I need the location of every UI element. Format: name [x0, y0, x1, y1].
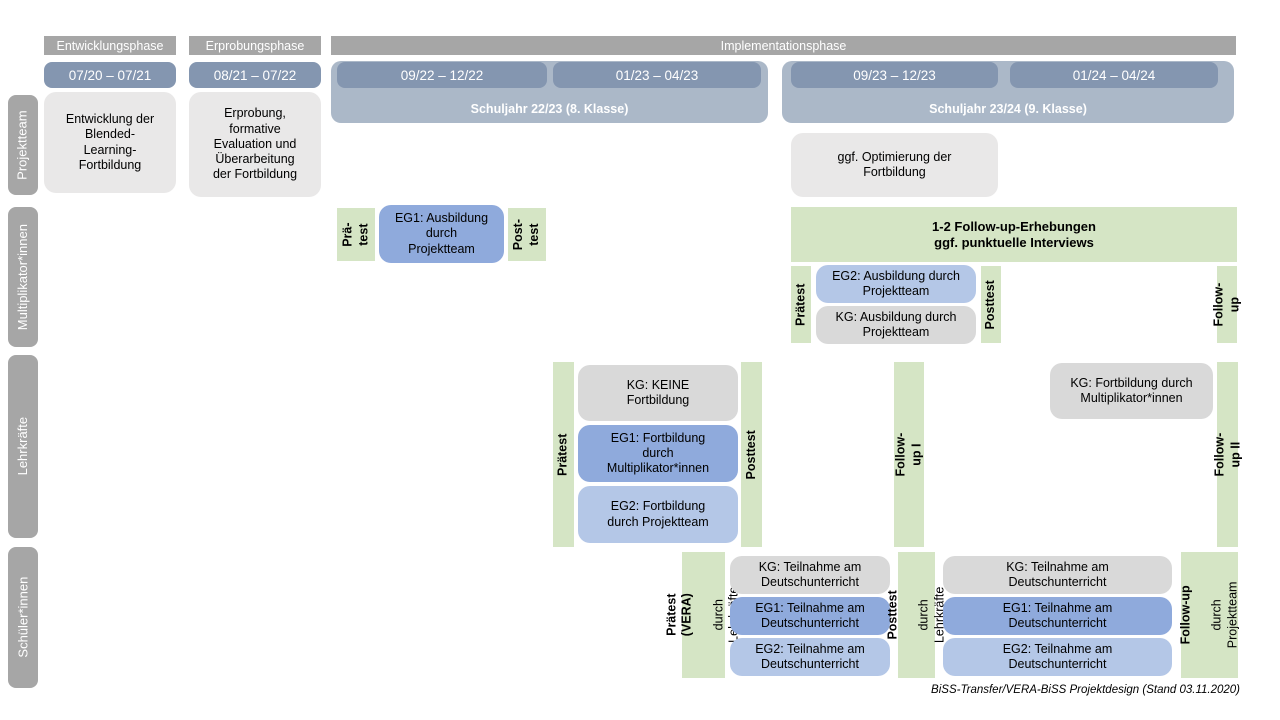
schueler-praetest-vera-title: Prätest (VERA) — [664, 593, 695, 637]
schueler-followup-title: Follow-up — [1178, 585, 1193, 645]
multiplikatoren-posttest2-label: Posttest — [983, 279, 998, 330]
box-kg-teilnahme-2: KG: Teilnahme am Deutschunterricht — [943, 556, 1172, 594]
box-kg-fortbildung-multiplikatoren: KG: Fortbildung durch Multiplikator*inne… — [1050, 363, 1213, 419]
multiplikatoren-posttest-label: Post- test — [511, 218, 541, 251]
lehrkraefte-followup1-bar: Follow-up I — [893, 362, 924, 547]
row-label-projektteam: Projektteam — [8, 95, 38, 195]
schueler-followup-subtitle: durch Projektteam — [1209, 581, 1240, 649]
box-optimierung-fortbildung: ggf. Optimierung der Fortbildung — [791, 133, 998, 197]
row-label-lehrkraefte-text: Lehrkräfte — [14, 417, 30, 476]
lehrkraefte-followup2-label: Follow-up II — [1211, 432, 1242, 477]
box-eg1-teilnahme-2: EG1: Teilnahme am Deutschunterricht — [943, 597, 1172, 635]
multiplikatoren-posttest2-bar: Posttest — [981, 266, 1001, 343]
lehrkraefte-posttest-bar: Posttest — [741, 362, 762, 547]
box-eg2-fortbildung-projektteam: EG2: Fortbildung durch Projektteam — [578, 486, 738, 543]
box-kg-ausbildung-projektteam: KG: Ausbildung durch Projektteam — [816, 306, 976, 344]
box-kg-keine-fortbildung: KG: KEINE Fortbildung — [578, 365, 738, 421]
schueler-posttest-title: Posttest — [885, 590, 900, 640]
multiplikatoren-praetest2-label: Prätest — [793, 283, 808, 326]
multiplikatoren-followup-label: Follow-up — [1211, 282, 1241, 327]
box-eg1-fortbildung-multiplikatoren: EG1: Fortbildung durch Multiplikator*inn… — [578, 425, 738, 482]
row-label-schueler: Schüler*innen — [8, 547, 38, 688]
phase-header-entwicklung: Entwicklungsphase — [44, 36, 176, 55]
box-entwicklung-fortbildung: Entwicklung der Blended- Learning- Fortb… — [44, 92, 176, 193]
row-label-lehrkraefte: Lehrkräfte — [8, 355, 38, 538]
row-label-schueler-text: Schüler*innen — [14, 577, 30, 658]
multiplikatoren-praetest2-bar: Prätest — [791, 266, 811, 343]
schueler-posttest-bar: Posttest durch Lehrkräfte — [885, 552, 946, 678]
multiplikatoren-posttest-bar: Post- test — [508, 208, 546, 261]
date-range-0923-1223: 09/23 – 12/23 — [791, 62, 998, 88]
row-label-multiplikatoren: Multiplikator*innen — [8, 207, 38, 347]
schueler-praetest-vera-bar: Prätest (VERA) durch Lehrkräfte — [664, 552, 741, 678]
lehrkraefte-followup1-label: Follow-up I — [893, 432, 923, 477]
box-kg-teilnahme-1: KG: Teilnahme am Deutschunterricht — [730, 556, 890, 594]
row-label-projektteam-text: Projektteam — [14, 110, 30, 180]
diagram-caption: BiSS-Transfer/VERA-BiSS Projektdesign (S… — [931, 684, 1240, 696]
date-range-0922-1222: 09/22 – 12/22 — [337, 62, 547, 88]
box-eg2-teilnahme-2: EG2: Teilnahme am Deutschunterricht — [943, 638, 1172, 676]
lehrkraefte-praetest-label: Prätest — [555, 433, 570, 476]
box-eg1-ausbildung-projektteam: EG1: Ausbildung durch Projektteam — [379, 205, 504, 263]
box-eg1-teilnahme-1: EG1: Teilnahme am Deutschunterricht — [730, 597, 890, 635]
date-range-0720-0721: 07/20 – 07/21 — [44, 62, 176, 88]
box-eg2-ausbildung-projektteam: EG2: Ausbildung durch Projektteam — [816, 265, 976, 303]
phase-header-implementation: Implementationsphase — [331, 36, 1236, 55]
multiplikatoren-praetest-bar: Prä- test — [337, 208, 375, 261]
box-eg2-teilnahme-1: EG2: Teilnahme am Deutschunterricht — [730, 638, 890, 676]
date-range-0821-0722: 08/21 – 07/22 — [189, 62, 321, 88]
box-erprobung-evaluation: Erprobung, formative Evaluation und Über… — [189, 92, 321, 197]
lehrkraefte-praetest-bar: Prätest — [553, 362, 574, 547]
phase-header-erprobung: Erprobungsphase — [189, 36, 321, 55]
date-range-0124-0424: 01/24 – 04/24 — [1010, 62, 1218, 88]
lehrkraefte-followup2-bar: Follow-up II — [1212, 362, 1242, 547]
lehrkraefte-posttest-label: Posttest — [743, 429, 758, 480]
multiplikatoren-praetest-label: Prä- test — [340, 222, 370, 247]
row-label-multiplikatoren-text: Multiplikator*innen — [14, 223, 30, 331]
box-followup-erhebungen: 1-2 Follow-up-Erhebungen ggf. punktuelle… — [791, 207, 1237, 262]
date-range-0123-0423: 01/23 – 04/23 — [553, 62, 761, 88]
schueler-followup-bar: Follow-up durch Projektteam — [1178, 552, 1240, 678]
multiplikatoren-followup-bar: Follow-up — [1211, 266, 1241, 343]
